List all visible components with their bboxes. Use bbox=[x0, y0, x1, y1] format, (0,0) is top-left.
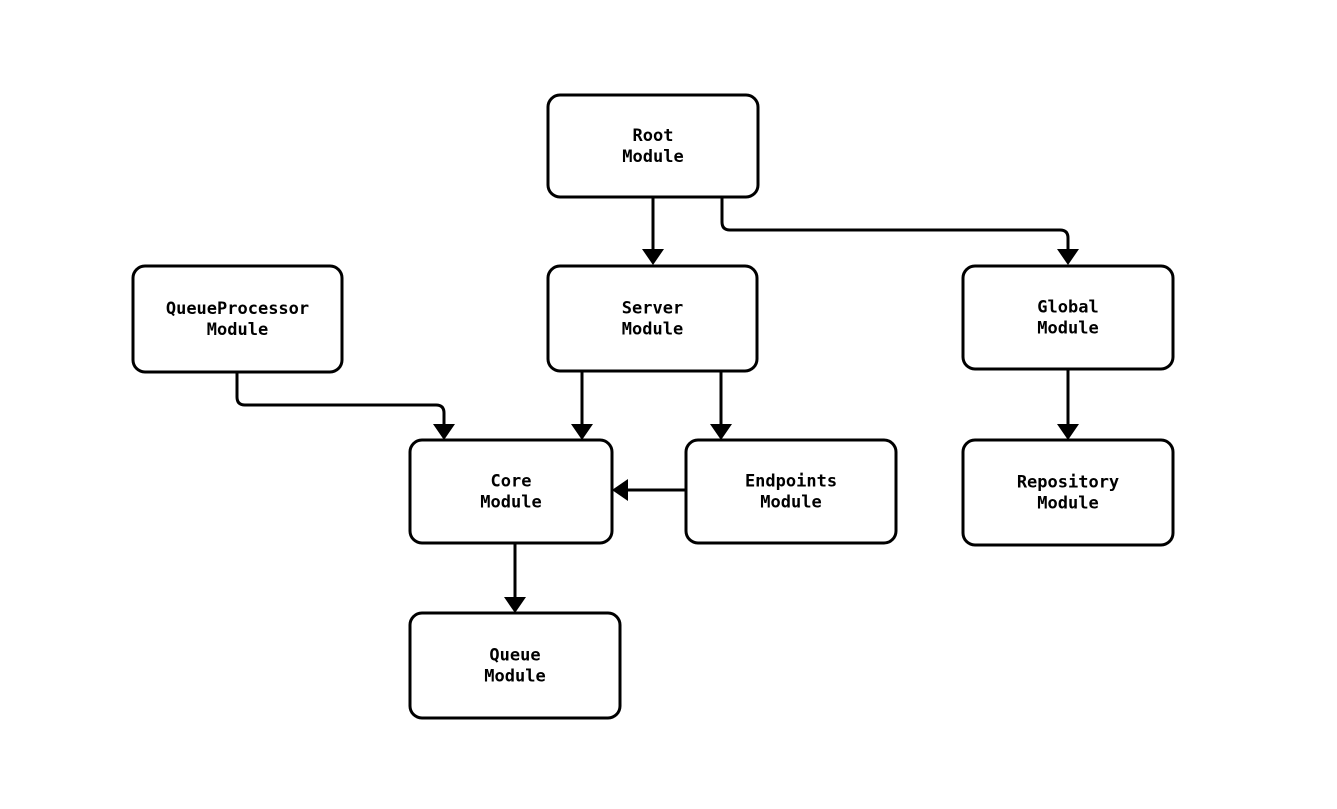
node-label-line-1: Core bbox=[491, 471, 532, 491]
node-label-line-1: Global bbox=[1037, 297, 1098, 317]
edges-layer: Root Module depends on Server Module Root… bbox=[235, 197, 1079, 613]
edge-root-to-global: Root Module depends on Global Module bbox=[720, 197, 1079, 265]
edge-arrowhead bbox=[642, 249, 664, 265]
edge-queueprocessor-to-core: QueueProcessor Module depends on Core Mo… bbox=[235, 372, 455, 440]
node-box[interactable] bbox=[961, 264, 1175, 371]
node-label-line-1: Server bbox=[622, 298, 683, 318]
edge-server-to-endpoints: Server Module depends on Endpoints Modul… bbox=[710, 371, 732, 440]
node-label-line-2: Module bbox=[484, 667, 545, 687]
edge-arrowhead bbox=[1057, 249, 1079, 265]
node-label-line-2: Module bbox=[207, 320, 268, 340]
node-box[interactable] bbox=[131, 264, 344, 374]
edge-arrowhead bbox=[1057, 424, 1079, 440]
edge-arrowhead bbox=[433, 424, 455, 440]
node-label-line-2: Module bbox=[622, 147, 683, 167]
node-box[interactable] bbox=[546, 264, 759, 373]
edge-root-to-server: Root Module depends on Server Module bbox=[642, 197, 664, 265]
node-label-line-1: Endpoints bbox=[745, 471, 837, 491]
edge-global-to-repository: Global Module depends on Repository Modu… bbox=[1057, 369, 1079, 440]
node-label-line-2: Module bbox=[480, 493, 541, 513]
edge-core-to-queue: Core Module depends on Queue Module bbox=[504, 543, 526, 613]
edge-line bbox=[235, 372, 446, 425]
node-box[interactable] bbox=[684, 438, 898, 545]
node-box[interactable] bbox=[961, 438, 1175, 547]
edge-arrowhead bbox=[504, 597, 526, 613]
node-box[interactable] bbox=[546, 93, 760, 199]
node-label-line-2: Module bbox=[760, 493, 821, 513]
edge-arrowhead bbox=[571, 424, 593, 440]
node-label-line-1: Queue bbox=[489, 645, 540, 665]
node-box[interactable] bbox=[408, 438, 614, 545]
node-label-line-2: Module bbox=[1037, 494, 1098, 514]
node-label-line-2: Module bbox=[1037, 319, 1098, 339]
node-label-line-2: Module bbox=[622, 320, 683, 340]
edge-line bbox=[720, 197, 1070, 250]
node-box[interactable] bbox=[408, 611, 622, 720]
node-label-line-1: Root bbox=[633, 126, 674, 146]
edge-arrowhead bbox=[710, 424, 732, 440]
edge-server-to-core: Server Module depends on Core Module bbox=[571, 371, 593, 440]
node-label-line-1: QueueProcessor bbox=[166, 299, 309, 319]
node-label-line-1: Repository bbox=[1017, 472, 1119, 492]
edge-arrowhead bbox=[612, 479, 628, 501]
edge-endpoints-to-core: Endpoints Module depends on Core Module bbox=[612, 479, 686, 501]
